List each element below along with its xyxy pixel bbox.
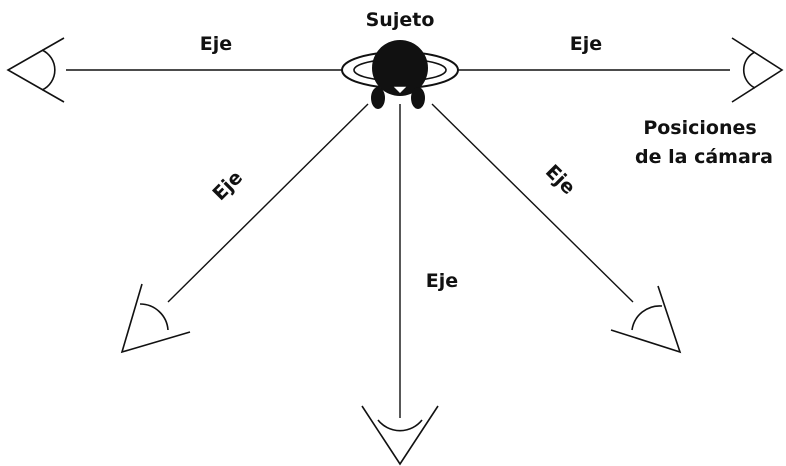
- camera-eye-lower-right-icon: [610, 285, 682, 354]
- subject-left-foot: [371, 87, 385, 109]
- axis-label-right: Eje: [570, 33, 602, 55]
- subject-right-foot: [411, 87, 425, 109]
- camera-eye-left-icon: [6, 37, 65, 103]
- axis-label-bottom: Eje: [426, 270, 458, 292]
- camera-eye-right-icon: [731, 37, 784, 103]
- axis-label-lower-left: Eje: [209, 167, 247, 205]
- axis-lower-right: [431, 103, 634, 303]
- axis-label-lower-right: Eje: [541, 161, 579, 199]
- subject-figure: [341, 40, 459, 109]
- camera-positions-label-line1: Posiciones: [643, 117, 756, 139]
- axis-label-left: Eje: [200, 33, 232, 55]
- camera-eye-bottom-icon: [361, 405, 439, 466]
- axis-lower-left: [167, 103, 369, 303]
- camera-eye-lower-left-icon: [120, 283, 191, 354]
- camera-positions-label-line2: de la cámara: [635, 146, 773, 168]
- subject-label: Sujeto: [366, 9, 435, 31]
